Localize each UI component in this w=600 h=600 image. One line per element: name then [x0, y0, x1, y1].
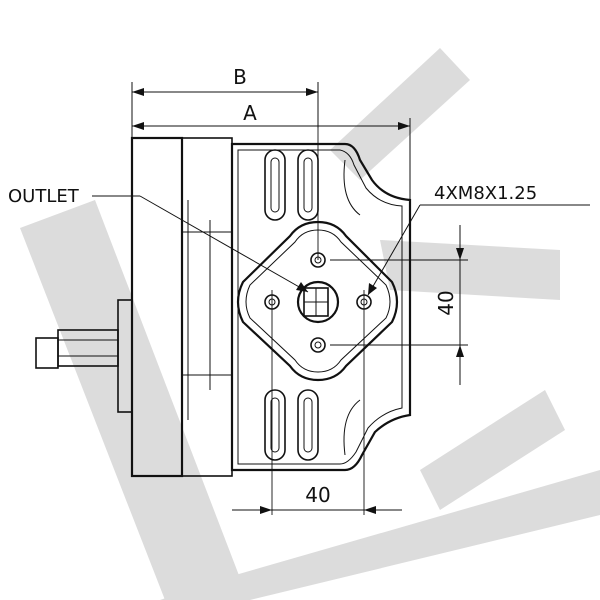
- dimension-a: A: [132, 101, 411, 200]
- pump-body: [230, 142, 412, 472]
- dimension-vertical-40: 40: [434, 225, 464, 385]
- dimension-horizontal-40: 40: [232, 483, 402, 514]
- watermark-logo: [20, 48, 600, 600]
- outlet-label: OUTLET: [8, 186, 80, 207]
- dim-horizontal-label: 40: [305, 483, 330, 507]
- thread-callout: 4XM8X1.25: [367, 183, 590, 296]
- outlet-port-flange: [236, 220, 399, 382]
- dim-vertical-label: 40: [434, 290, 458, 315]
- dim-b-label: B: [233, 65, 247, 89]
- outlet-callout: OUTLET: [8, 186, 309, 293]
- drive-shaft: [35, 299, 133, 413]
- dim-a-label: A: [243, 101, 257, 125]
- cooling-fins: [264, 149, 319, 461]
- center-lines: [271, 128, 468, 515]
- dimension-b: B: [131, 65, 319, 138]
- thread-spec-label: 4XM8X1.25: [434, 183, 537, 204]
- outlet-port: [296, 280, 340, 324]
